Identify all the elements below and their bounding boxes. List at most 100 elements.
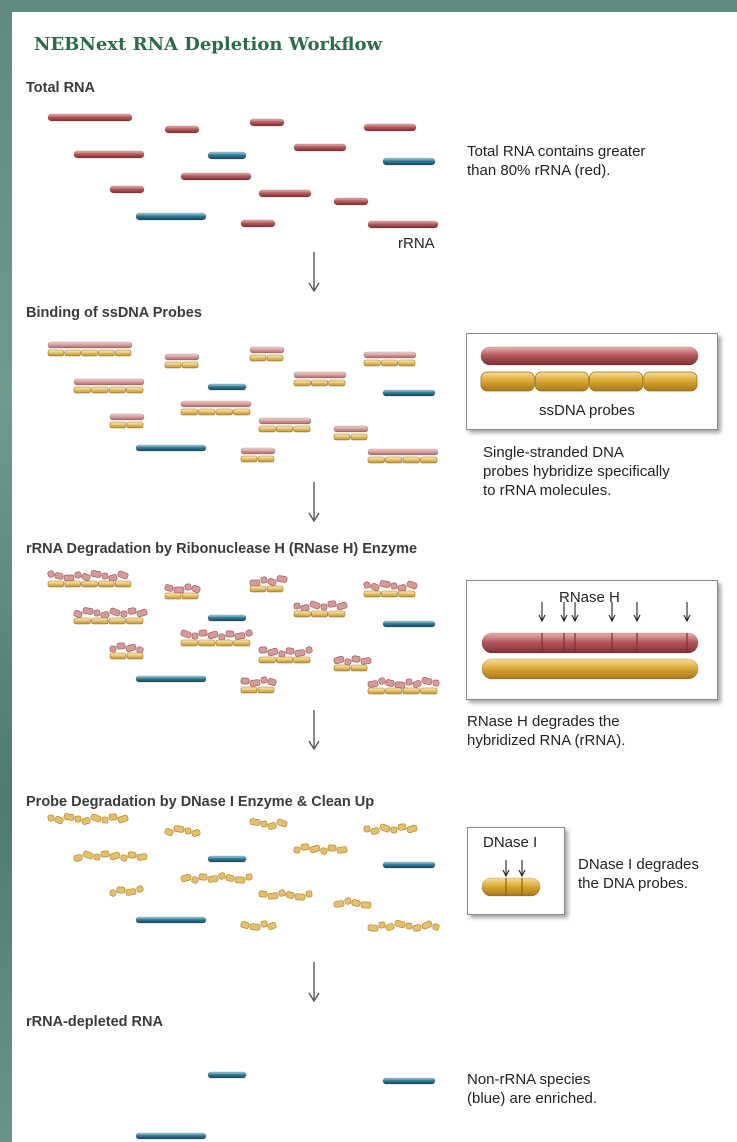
probe-segment bbox=[240, 455, 258, 463]
description-line: Non-rRNA species bbox=[467, 1071, 591, 1088]
fragment bbox=[379, 580, 391, 588]
inset-label-rnase: RNase H bbox=[559, 589, 620, 606]
fragment bbox=[245, 873, 253, 881]
fragment bbox=[82, 850, 94, 860]
fragment bbox=[191, 584, 201, 594]
fragment bbox=[127, 851, 137, 859]
fragment bbox=[198, 629, 208, 637]
workflow-panel: NEBNext RNA Depletion Workflow Total RNA… bbox=[12, 12, 737, 1142]
fragment bbox=[278, 650, 286, 658]
rrna-molecule bbox=[240, 219, 276, 228]
fragment bbox=[240, 921, 250, 929]
fragment bbox=[344, 658, 352, 666]
fragment bbox=[344, 897, 352, 905]
inset-label-dnase: DNase I bbox=[483, 834, 538, 851]
stage-total-rna bbox=[47, 113, 439, 229]
down-arrow-icon bbox=[308, 962, 320, 1002]
fragment bbox=[351, 899, 361, 907]
probe-segment bbox=[114, 580, 132, 588]
rrna-molecule bbox=[293, 371, 347, 379]
fragment bbox=[260, 576, 268, 584]
fragment bbox=[109, 645, 117, 653]
fragment bbox=[117, 570, 129, 580]
fragment bbox=[267, 822, 277, 830]
description-line: probes hybridize specifically bbox=[483, 463, 670, 480]
probe-segment bbox=[381, 590, 398, 598]
fragment bbox=[234, 876, 246, 884]
fragment bbox=[218, 872, 226, 880]
probe-segment bbox=[311, 379, 328, 387]
mrna-molecule bbox=[207, 614, 247, 622]
fragment bbox=[63, 813, 75, 821]
fragment bbox=[164, 827, 174, 837]
rrna-molecule bbox=[249, 346, 285, 354]
fragment bbox=[276, 818, 288, 828]
stage-rnase bbox=[47, 570, 440, 695]
probe-segment bbox=[381, 359, 398, 367]
mrna-molecule bbox=[207, 151, 247, 160]
fragment bbox=[267, 922, 277, 930]
rrna-molecule bbox=[73, 378, 145, 386]
probe-segment bbox=[108, 386, 126, 394]
fragment bbox=[370, 827, 380, 835]
probe-segment bbox=[164, 592, 182, 600]
fragment bbox=[412, 924, 422, 932]
stage-description-total-rna: Total RNA contains greater than 80% rRNA… bbox=[467, 142, 645, 180]
rrna-molecule bbox=[258, 417, 312, 425]
stage-description-rnase: RNase H degrades the hybridized RNA (rRN… bbox=[467, 712, 625, 750]
rrna-molecule bbox=[333, 425, 369, 433]
fragment bbox=[379, 823, 391, 833]
probe-segment bbox=[126, 386, 144, 394]
fragment bbox=[363, 825, 371, 833]
fragment bbox=[180, 873, 192, 883]
probe-segment bbox=[180, 408, 198, 416]
fragment bbox=[394, 681, 406, 689]
probe-segment bbox=[126, 421, 144, 429]
down-arrow-icon bbox=[308, 252, 320, 292]
fragment bbox=[397, 823, 407, 831]
fragment bbox=[412, 680, 422, 688]
inset-label-ssdna: ssDNA probes bbox=[539, 402, 635, 419]
probe-segment bbox=[293, 656, 311, 664]
probe-segment bbox=[363, 359, 381, 367]
fragment bbox=[81, 817, 91, 825]
fragment bbox=[405, 922, 413, 930]
fragment bbox=[136, 646, 144, 654]
probe-segment bbox=[181, 592, 199, 600]
fragment bbox=[320, 847, 328, 855]
description-line: the DNA probes. bbox=[578, 875, 689, 892]
rrna-molecule bbox=[109, 185, 145, 194]
probe-segment bbox=[257, 686, 275, 694]
fragment bbox=[285, 891, 295, 899]
probe-segment bbox=[198, 639, 216, 647]
probe-segment bbox=[73, 386, 91, 394]
mrna-molecule bbox=[135, 1132, 207, 1140]
probe-segment bbox=[333, 664, 351, 672]
probe-segment bbox=[73, 617, 91, 625]
probe-segment bbox=[402, 456, 420, 464]
fragment bbox=[136, 608, 148, 618]
fragment bbox=[385, 679, 395, 687]
fragment bbox=[267, 892, 279, 900]
probe-segment bbox=[420, 687, 438, 695]
fragment bbox=[90, 813, 102, 823]
fragment bbox=[367, 680, 379, 688]
fragment bbox=[125, 643, 137, 653]
fragment bbox=[180, 629, 192, 639]
fragment bbox=[249, 818, 261, 826]
fragment bbox=[336, 601, 348, 611]
stage-description-dnase: DNase I degrades the DNA probes. bbox=[578, 855, 699, 893]
fragment bbox=[54, 572, 64, 580]
fragment bbox=[47, 570, 55, 578]
rrna-molecule bbox=[73, 150, 145, 159]
fragment bbox=[74, 571, 82, 579]
probe-segment bbox=[276, 425, 293, 433]
probe-segment bbox=[98, 349, 115, 357]
probe-segment bbox=[126, 617, 144, 625]
mrna-molecule bbox=[135, 675, 207, 683]
description-line: to rRNA molecules. bbox=[483, 482, 612, 499]
rrna-molecule bbox=[180, 400, 252, 408]
probe-segment bbox=[350, 433, 368, 441]
fragment bbox=[73, 609, 83, 619]
fragment bbox=[405, 678, 413, 686]
